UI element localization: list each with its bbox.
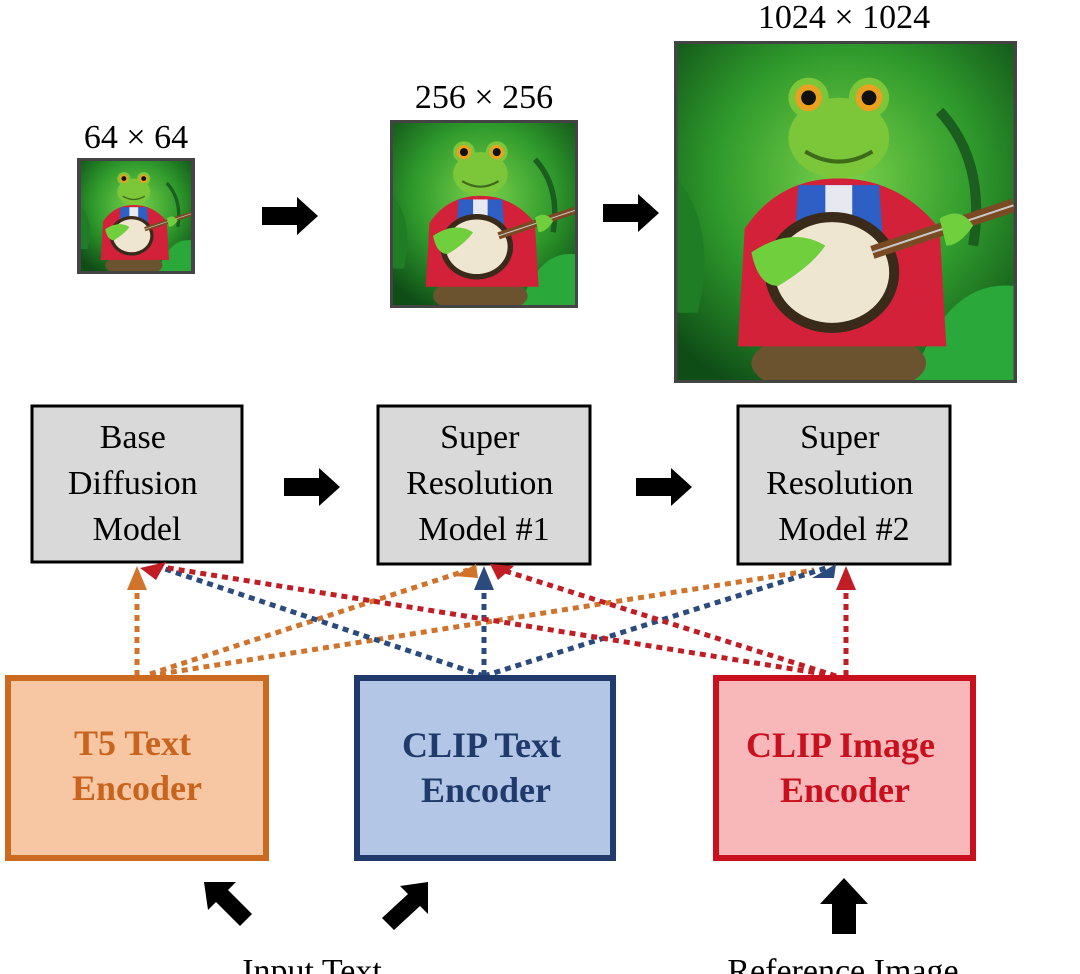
arrowheads [127,562,856,590]
encoder-box-clip-text: CLIP Text Encoder [354,675,616,861]
model-line: Resolution [766,465,913,502]
resolution-label-64: 64 × 64 [84,119,188,156]
clipimage-to-base-line [155,563,837,679]
arrowhead-icon [490,564,514,580]
arrow-up-right-icon [382,882,428,930]
model-line: Super [800,419,880,456]
arrowhead-icon [140,562,166,580]
arrowhead-icon [812,564,836,578]
arrowhead-icon [454,564,478,578]
resolution-label-1024: 1024 × 1024 [758,0,930,36]
arrowhead-icon [836,566,856,590]
arrow-right-icon [284,468,340,506]
arrow-up-left-icon [204,882,252,926]
resolution-label-256: 256 × 256 [415,79,553,116]
arrow-right-icon [262,197,318,235]
input-text-label: Input Text [242,953,382,974]
model-line: Model #2 [778,511,909,548]
encoder-box-t5: T5 Text Encoder [5,675,269,861]
encoder-line: CLIP Text [402,725,561,765]
encoder-line: Encoder [72,768,202,808]
image-256 [390,120,578,308]
model-box-sr1: Super Resolution Model #1 [376,404,592,566]
svg-text:Base Diffusion Mod: Base Diffusion Model [68,419,206,548]
cliptext-to-sr2-line [483,565,827,679]
encoder-line: Encoder [421,770,551,810]
t5-to-sr1-line [149,567,469,677]
model-box-base: Base Diffusion Model [30,404,244,564]
svg-text:CLIP Image Encoder: CLIP Image Encoder [746,725,944,810]
model-line: Model #1 [418,511,549,548]
encoder-box-clip-image: CLIP Image Encoder [713,675,976,861]
encoder-line: Encoder [780,770,910,810]
clipimage-to-sr1-line [501,567,837,679]
model-box-sr2: Super Resolution Model #2 [736,404,952,566]
svg-text:CLIP Text Encoder: CLIP Text Encoder [402,725,570,810]
encoder-line: CLIP Image [746,725,935,765]
svg-text:Super Resolution M: Super Resolution Model #2 [766,419,922,548]
model-line: Super [440,419,520,456]
svg-text:Super Resolution M: Super Resolution Model #1 [406,419,562,548]
image-1024 [674,41,1017,383]
arrowhead-icon [474,566,494,590]
model-line: Model [93,511,182,548]
svg-text:T5 Text Encoder: T5 Text Encoder [72,723,202,808]
image-64 [77,158,195,274]
model-line: Base [100,419,166,456]
connections [134,563,849,679]
arrowhead-icon [127,566,147,590]
arrow-right-icon [603,194,659,232]
reference-image-label: Reference Image [727,953,958,974]
cliptext-to-base-line [161,565,485,679]
model-line: Resolution [406,465,553,502]
arrow-up-icon [820,878,868,934]
encoder-line: T5 Text [74,723,191,763]
arrow-right-icon [636,468,692,506]
model-line: Diffusion [68,465,198,502]
